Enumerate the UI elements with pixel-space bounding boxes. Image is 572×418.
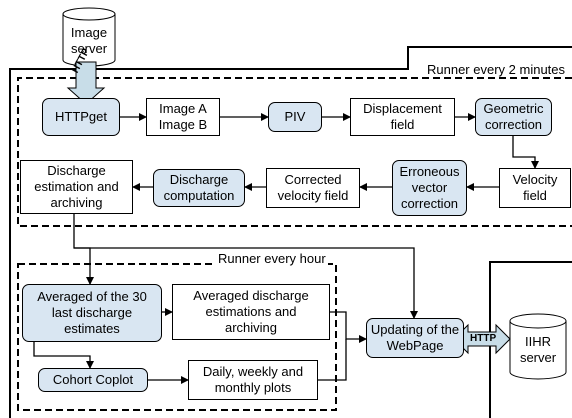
iihr-server-label: IIHR server	[519, 334, 557, 365]
discharge-estimation-node: Discharge estimation and archiving	[20, 160, 133, 214]
image-ab-node: Image A Image B	[146, 98, 220, 136]
http-arrow-right	[453, 323, 511, 355]
averaged-archiving-node: Averaged discharge estimations and archi…	[172, 284, 330, 340]
erroneous-vector-node: Erroneous vector correction	[392, 160, 467, 216]
arrow-averaged30-cohort	[33, 342, 94, 369]
plots-node: Daily, weekly and monthly plots	[188, 360, 318, 400]
geometric-correction-node: Geometric correction	[475, 98, 552, 136]
arrow-plots-webpage	[318, 339, 347, 381]
velocity-field-node: Velocity field	[499, 168, 571, 208]
region-hour-border	[17, 263, 337, 411]
runner-hour-label: Runner every hour	[216, 251, 328, 266]
piv-node: PIV	[268, 102, 322, 132]
cohort-coplot-node: Cohort Coplot	[38, 368, 148, 392]
iihr-server-cylinder	[509, 313, 567, 380]
server-frame	[489, 261, 572, 418]
outer-frame	[9, 46, 572, 418]
corrected-velocity-node: Corrected velocity field	[266, 168, 360, 208]
runner-2min-label: Runner every 2 minutes	[425, 62, 568, 77]
arrow-geometric-velocity	[512, 136, 539, 169]
arrow-dischargeest-averaged30	[73, 214, 94, 285]
httpget-node: HTTPget	[42, 98, 120, 136]
arrow-averagedarchiving-webpage	[330, 311, 367, 343]
http-label-right: HTTP	[470, 333, 497, 344]
averaged-30-node: Averaged of the 30 last discharge estima…	[22, 284, 162, 342]
arrow-dischargeest-webpage	[74, 247, 418, 319]
image-server-label: Image server	[70, 25, 108, 56]
webpage-update-node: Updating of the WebPage	[366, 318, 464, 358]
http-arrow-top	[66, 61, 106, 105]
discharge-computation-node: Discharge computation	[153, 169, 245, 207]
displacement-node: Displacement field	[350, 98, 455, 136]
region-2min-border	[17, 77, 572, 227]
